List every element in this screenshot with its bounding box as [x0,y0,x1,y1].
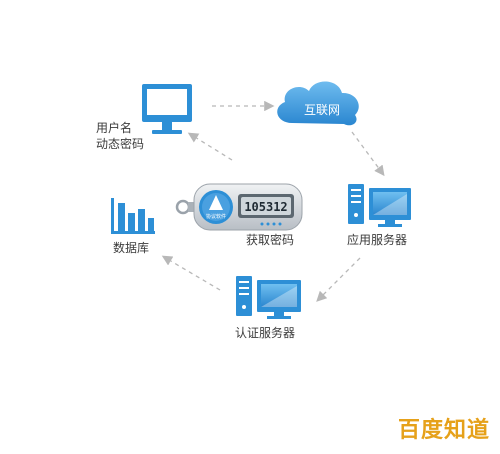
arrow-appserver-to-authserver [316,257,361,302]
token-label: 获取密码 [246,233,295,247]
otp-token-icon [175,183,303,231]
database-label: 数据库 [113,241,150,255]
monitor-icon [142,84,192,134]
user-label-line1: 用户名 [96,121,133,135]
arrow-authserver-to-database [161,255,221,291]
user-label-line2: 动态密码 [96,137,145,151]
token-logo-text: 协议软件 [206,213,226,220]
auth-server-label: 认证服务器 [235,326,296,340]
app-server-label: 应用服务器 [347,233,408,247]
token-display-code: 105312 [244,200,287,214]
bar-chart-icon [111,198,155,234]
server-computer-icon [348,184,411,227]
user-label: 用户名 动态密码 [96,120,144,152]
arrow-internet-to-appserver [351,131,385,177]
internet-label: 互联网 [304,103,340,117]
watermark-logo: 百度知道 [397,418,490,443]
flow-arrows [161,100,385,302]
server-computer-icon [236,276,301,319]
cloud-icon [277,81,359,126]
arrow-token-to-user [187,132,233,161]
